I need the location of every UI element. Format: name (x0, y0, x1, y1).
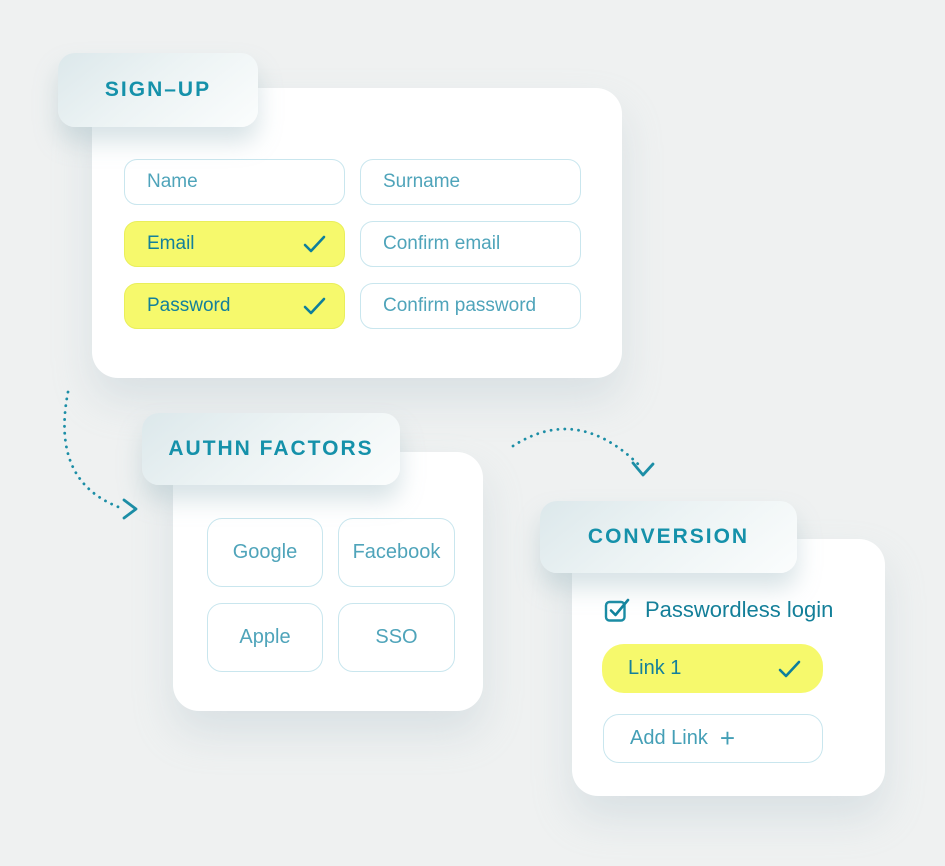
name-field-label: Name (147, 171, 198, 192)
provider-facebook-label: Facebook (352, 541, 441, 563)
signup-title: SIGN–UP (104, 78, 212, 101)
checkmark-icon (303, 297, 326, 315)
passwordless-login-label: Passwordless login (645, 597, 834, 622)
password-field-label: Password (147, 295, 231, 316)
link-1-item[interactable]: Link 1 (602, 644, 823, 693)
provider-apple-button[interactable]: Apple (207, 603, 323, 672)
arrow-authn-to-conversion-icon (511, 427, 655, 477)
plus-icon: + (719, 722, 736, 753)
provider-buttons: Google Facebook Apple SSO (207, 518, 455, 672)
authn-factors-title: AUTHN FACTORS (168, 437, 374, 460)
provider-sso-label: SSO (375, 626, 418, 648)
passwordless-login-option[interactable]: Passwordless login (604, 597, 833, 623)
signup-title-tab: SIGN–UP (58, 53, 258, 127)
email-field[interactable]: Email (124, 221, 345, 267)
provider-google-label: Google (232, 541, 298, 563)
name-field[interactable]: Name (124, 159, 345, 205)
conversion-title-tab: CONVERSION (540, 501, 797, 573)
authn-factors-title-tab: AUTHN FACTORS (142, 413, 400, 485)
signup-fields: Name Surname Email Confirm email Passwor… (124, 159, 581, 329)
arrow-signup-to-authn-icon (63, 390, 138, 520)
checkmark-icon (778, 660, 801, 677)
add-link-button[interactable]: Add Link + (603, 714, 823, 763)
confirm-email-field[interactable]: Confirm email (360, 221, 581, 267)
confirm-password-field[interactable]: Confirm password (360, 283, 581, 329)
confirm-password-field-label: Confirm password (383, 295, 537, 316)
provider-apple-label: Apple (239, 626, 291, 648)
provider-google-button[interactable]: Google (207, 518, 323, 587)
checkbox-checked-icon (604, 598, 630, 622)
authn-factors-card: Google Facebook Apple SSO (173, 452, 483, 711)
surname-field[interactable]: Surname (360, 159, 581, 205)
conversion-card: Passwordless login Link 1 Add Link + (572, 539, 885, 796)
checkmark-icon (303, 235, 326, 253)
password-field[interactable]: Password (124, 283, 345, 329)
add-link-label: Add Link (630, 727, 708, 749)
link-1-label: Link 1 (628, 657, 682, 679)
provider-facebook-button[interactable]: Facebook (338, 518, 455, 587)
signup-card: Name Surname Email Confirm email Passwor… (92, 88, 622, 378)
email-field-label: Email (147, 233, 195, 254)
provider-sso-button[interactable]: SSO (338, 603, 455, 672)
confirm-email-field-label: Confirm email (383, 233, 501, 254)
conversion-title: CONVERSION (587, 525, 750, 548)
surname-field-label: Surname (383, 171, 461, 192)
